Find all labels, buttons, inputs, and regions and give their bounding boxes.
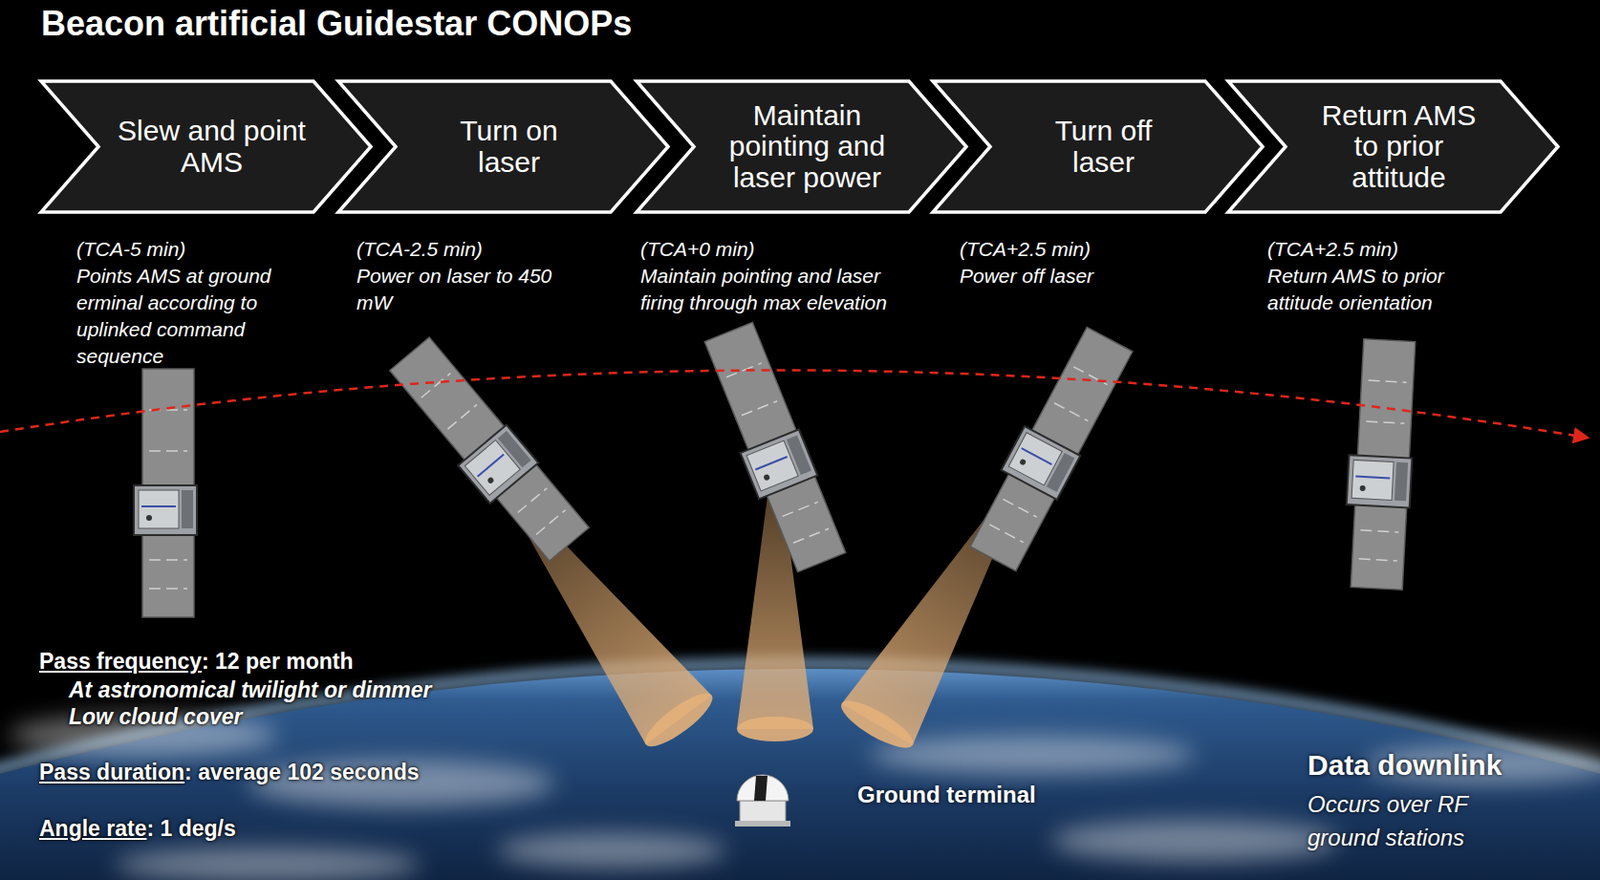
- time-tag: (TCA-2.5 min): [356, 236, 483, 263]
- chevron-shape: [636, 81, 967, 213]
- ground-terminal-label: Ground terminal: [857, 781, 1037, 809]
- time-tag: (TCA-5 min): [76, 236, 186, 263]
- time-tag: (TCA+2.5 min): [1267, 236, 1399, 263]
- stat-value: : average 102 seconds: [184, 758, 419, 786]
- step-note: Points AMS at ground erminal according t…: [76, 262, 306, 370]
- chevron-label-box: Turn on laser: [437, 115, 582, 178]
- step-note: Power on laser to 450 mW: [356, 262, 563, 317]
- stat-note: At astronomical twilight or dimmer: [68, 676, 433, 704]
- step-note: Return AMS to prior attitude orientation: [1267, 262, 1478, 317]
- satellite: [383, 335, 592, 567]
- time-tag: (TCA+0 min): [640, 236, 756, 263]
- stat-note: Low cloud cover: [68, 703, 242, 731]
- stat-heading: Pass frequency: [39, 648, 202, 675]
- step-title: Turn on laser: [437, 115, 582, 178]
- chevron-shape: [41, 81, 371, 213]
- step-title: Turn off laser: [1032, 115, 1176, 178]
- stat-heading: Angle rate: [39, 815, 147, 843]
- process-chevron: Return AMS to prior attitude: [1226, 79, 1560, 215]
- chevron-label-box: Turn off laser: [1032, 115, 1176, 178]
- stat-heading: Pass duration: [39, 758, 185, 786]
- downlink-note: Occurs over RF ground stations: [1307, 787, 1514, 855]
- stat-value: : 1 deg/s: [146, 815, 236, 843]
- chevron-label-box: Slew and point AMS: [104, 115, 320, 178]
- step-title: Maintain pointing and laser power: [716, 100, 899, 194]
- process-chevron: Turn on laser: [336, 79, 671, 215]
- stat-value: : 12 per month: [201, 648, 353, 675]
- chevron-shape: [932, 81, 1263, 213]
- clouds: [9, 714, 1600, 880]
- satellite: [696, 321, 849, 576]
- chevron-label-box: Return AMS to prior attitude: [1310, 100, 1488, 194]
- process-chevron: Turn off laser: [930, 79, 1265, 215]
- chevron-shape: [338, 81, 669, 213]
- downlink-heading: Data downlink: [1307, 749, 1502, 782]
- satellite: [1341, 338, 1419, 590]
- process-chevron: Maintain pointing and laser power: [634, 79, 969, 215]
- time-tag: (TCA+2.5 min): [959, 236, 1091, 263]
- process-chevron: Slew and point AMS: [39, 79, 373, 215]
- step-note: Power off laser: [959, 262, 1199, 290]
- diagram-title: Beacon artificial Guidestar CONOPs: [41, 3, 632, 44]
- step-note: Maintain pointing and laser firing throu…: [640, 262, 913, 317]
- step-title: Return AMS to prior attitude: [1310, 100, 1488, 194]
- chevron-label-box: Maintain pointing and laser power: [716, 100, 899, 194]
- satellite: [962, 323, 1135, 573]
- observatory-dome: [735, 775, 791, 827]
- step-title: Slew and point AMS: [104, 115, 320, 178]
- orbit-track: [0, 369, 1587, 438]
- chevron-shape: [1228, 81, 1558, 213]
